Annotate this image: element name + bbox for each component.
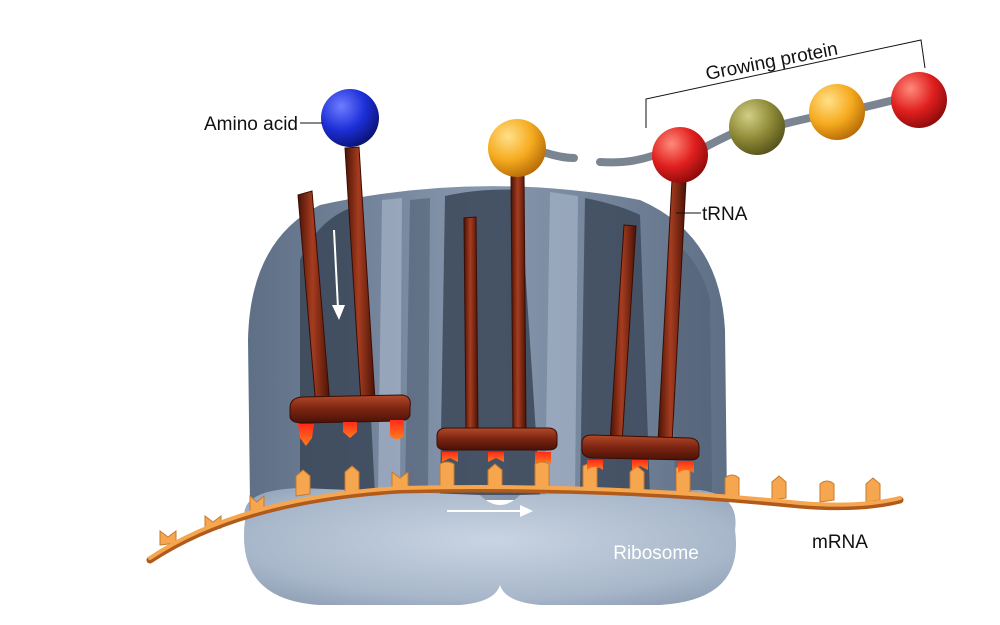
trna-protein-bearing: tRNA: [581, 179, 748, 473]
mrna-codons: [159, 461, 881, 546]
amino-acids: [321, 72, 947, 183]
amino-acid-red-1: [652, 127, 708, 183]
ribosome-label: Ribosome: [613, 543, 699, 564]
amino-acid-orange-free: [488, 119, 546, 177]
mrna-strand: mRNA: [146, 461, 904, 564]
growing-protein-bracket: Growing protein: [645, 39, 926, 128]
mrna-direction-arrow: [447, 505, 533, 517]
amino-acid-label: Amino acid: [204, 114, 298, 135]
mrna-label: mRNA: [812, 532, 868, 553]
ribosome-small-subunit: Ribosome: [243, 488, 737, 605]
amino-acid-blue: [321, 89, 379, 147]
amino-acid-red-2: [891, 72, 947, 128]
amino-acid-orange-chain: [809, 84, 865, 140]
trna-entry-arrow: [332, 229, 345, 320]
amino-acid-olive: [729, 99, 785, 155]
growing-protein-label: Growing protein: [704, 39, 840, 85]
trna-middle: [436, 174, 558, 464]
trna-label: tRNA: [702, 204, 748, 225]
trna-entering: [289, 146, 411, 446]
amino-acid-callout: Amino acid: [204, 114, 323, 135]
